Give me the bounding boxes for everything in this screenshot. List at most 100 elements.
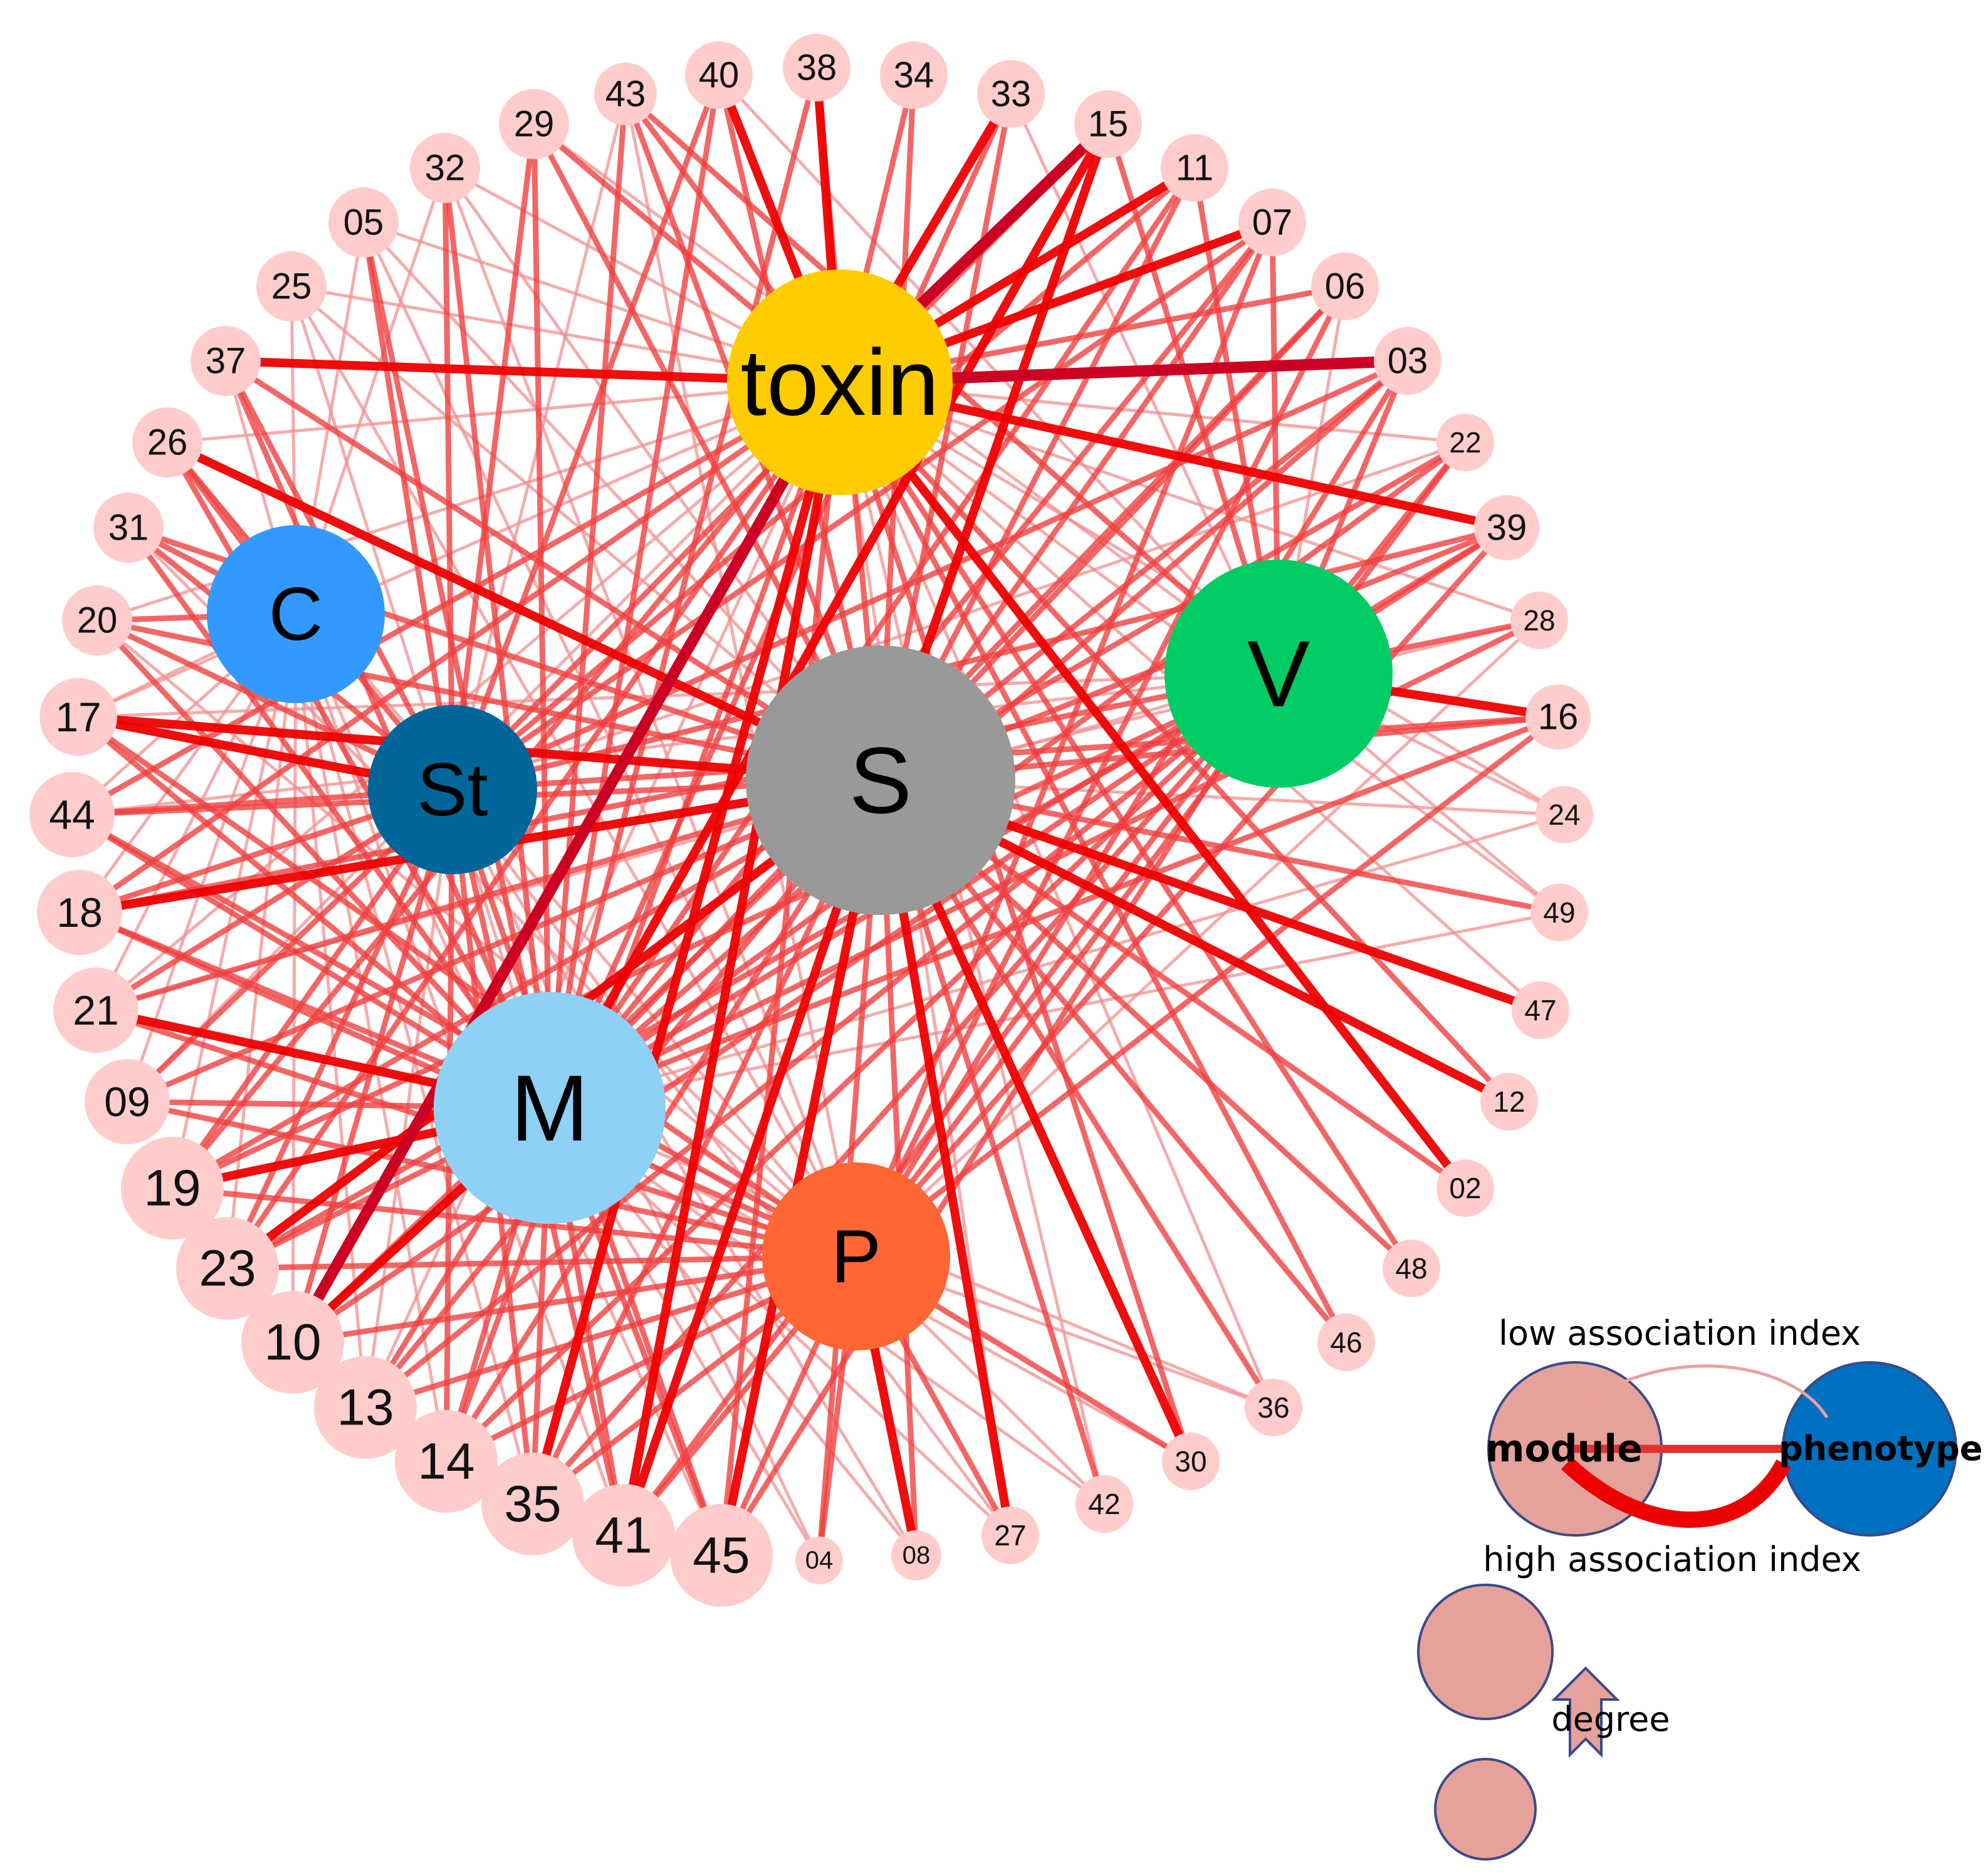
edge-16-P bbox=[854, 714, 1560, 1259]
edge-49-M bbox=[549, 911, 1560, 1110]
module-node-47: 47 bbox=[1512, 981, 1569, 1039]
edge-17-P bbox=[76, 714, 858, 1259]
edge-41-toxin bbox=[619, 381, 844, 1537]
module-circle bbox=[1162, 1433, 1220, 1490]
module-circle bbox=[1374, 327, 1441, 395]
module-node-38: 38 bbox=[783, 34, 850, 102]
module-label: 11 bbox=[1176, 148, 1213, 189]
module-label: 14 bbox=[417, 1433, 474, 1490]
edge-10-toxin bbox=[288, 379, 845, 1345]
module-node-10: 10 bbox=[241, 1291, 344, 1394]
module-node-05: 05 bbox=[328, 187, 399, 258]
module-label: 46 bbox=[1330, 1326, 1362, 1359]
module-label: 30 bbox=[1174, 1445, 1206, 1478]
module-node-34: 34 bbox=[880, 41, 948, 109]
phenotype-circle bbox=[368, 705, 537, 874]
phenotype-circle bbox=[762, 1162, 950, 1350]
module-node-27: 27 bbox=[981, 1507, 1039, 1564]
module-circle bbox=[685, 41, 753, 109]
module-label: 43 bbox=[605, 74, 646, 115]
module-circle bbox=[256, 251, 327, 321]
module-label: 08 bbox=[902, 1542, 931, 1569]
module-circle bbox=[1480, 1073, 1538, 1131]
edge-44-V bbox=[71, 672, 1279, 817]
module-label: 05 bbox=[343, 202, 384, 243]
module-circle bbox=[1530, 884, 1588, 941]
phenotype-label: P bbox=[831, 1214, 881, 1298]
module-node-25: 25 bbox=[256, 251, 327, 321]
module-circle bbox=[1074, 90, 1142, 158]
module-label: 21 bbox=[73, 987, 118, 1033]
phenotype-circle bbox=[434, 992, 666, 1224]
module-circle bbox=[1311, 253, 1379, 320]
module-node-02: 02 bbox=[1436, 1159, 1494, 1217]
module-label: 28 bbox=[1523, 604, 1555, 637]
module-circle bbox=[1510, 592, 1568, 649]
module-node-21: 21 bbox=[53, 968, 139, 1053]
module-node-04: 04 bbox=[795, 1537, 843, 1584]
module-circle bbox=[670, 1504, 773, 1607]
module-label: 22 bbox=[1449, 426, 1481, 459]
module-label: 36 bbox=[1257, 1391, 1289, 1424]
edge-43-P bbox=[624, 93, 858, 1257]
edge-07-P bbox=[853, 221, 1275, 1258]
module-node-35: 35 bbox=[481, 1453, 584, 1555]
module-label: 03 bbox=[1388, 341, 1428, 382]
module-node-12: 12 bbox=[1480, 1073, 1538, 1131]
phenotype-label: toxin bbox=[741, 330, 939, 435]
module-label: 48 bbox=[1395, 1252, 1427, 1285]
edge-05-St bbox=[360, 222, 456, 790]
module-label: 34 bbox=[894, 55, 934, 96]
module-circle bbox=[1512, 981, 1569, 1039]
module-label: 40 bbox=[699, 55, 740, 96]
module-label: 02 bbox=[1449, 1172, 1481, 1204]
phenotype-label: C bbox=[269, 572, 323, 656]
phenotype-node-V: V bbox=[1164, 560, 1393, 788]
module-label: 33 bbox=[991, 74, 1032, 115]
legend-module-label: module bbox=[1485, 1427, 1643, 1471]
phenotype-node-C: C bbox=[207, 525, 385, 703]
phenotype-label: V bbox=[1247, 621, 1310, 726]
module-circle bbox=[1436, 414, 1494, 471]
edge-02-toxin bbox=[836, 379, 1469, 1191]
edge-13-V bbox=[364, 671, 1280, 1410]
module-label: 49 bbox=[1543, 896, 1575, 929]
module-circle bbox=[1238, 189, 1306, 256]
module-node-46: 46 bbox=[1317, 1314, 1375, 1371]
legend-edge-high bbox=[1561, 1457, 1791, 1528]
module-node-32: 32 bbox=[410, 133, 480, 203]
module-node-30: 30 bbox=[1162, 1433, 1220, 1490]
module-node-42: 42 bbox=[1075, 1475, 1133, 1533]
module-label: 42 bbox=[1088, 1488, 1120, 1520]
module-circle bbox=[1161, 134, 1228, 202]
phenotype-circle bbox=[746, 645, 1015, 915]
module-circle bbox=[1474, 495, 1539, 560]
module-label: 25 bbox=[271, 266, 312, 307]
module-label: 32 bbox=[425, 148, 466, 189]
module-circle bbox=[85, 1059, 170, 1144]
module-node-03: 03 bbox=[1374, 327, 1441, 395]
module-node-43: 43 bbox=[594, 63, 657, 125]
edge-22-St bbox=[452, 441, 1466, 791]
edge-15-M bbox=[545, 122, 1112, 1110]
edge-32-M bbox=[442, 167, 553, 1109]
module-label: 04 bbox=[805, 1547, 834, 1574]
module-label: 13 bbox=[337, 1379, 394, 1436]
module-circle bbox=[1383, 1240, 1440, 1297]
module-label: 18 bbox=[56, 889, 102, 936]
module-label: 44 bbox=[49, 791, 95, 838]
edge-13-St bbox=[364, 789, 454, 1408]
module-label: 06 bbox=[1325, 266, 1366, 307]
edge-23-toxin bbox=[225, 380, 842, 1270]
module-circle bbox=[53, 968, 139, 1053]
module-circle bbox=[977, 60, 1045, 128]
module-node-08: 08 bbox=[891, 1530, 941, 1580]
edge-40-St bbox=[449, 74, 722, 791]
module-circle bbox=[314, 1356, 417, 1459]
module-circle bbox=[1075, 1475, 1133, 1533]
legend-high-label: high association index bbox=[1483, 1540, 1861, 1579]
edge-43-M bbox=[547, 93, 629, 1109]
edge-14-toxin bbox=[443, 381, 843, 1463]
module-node-11: 11 bbox=[1161, 134, 1228, 202]
